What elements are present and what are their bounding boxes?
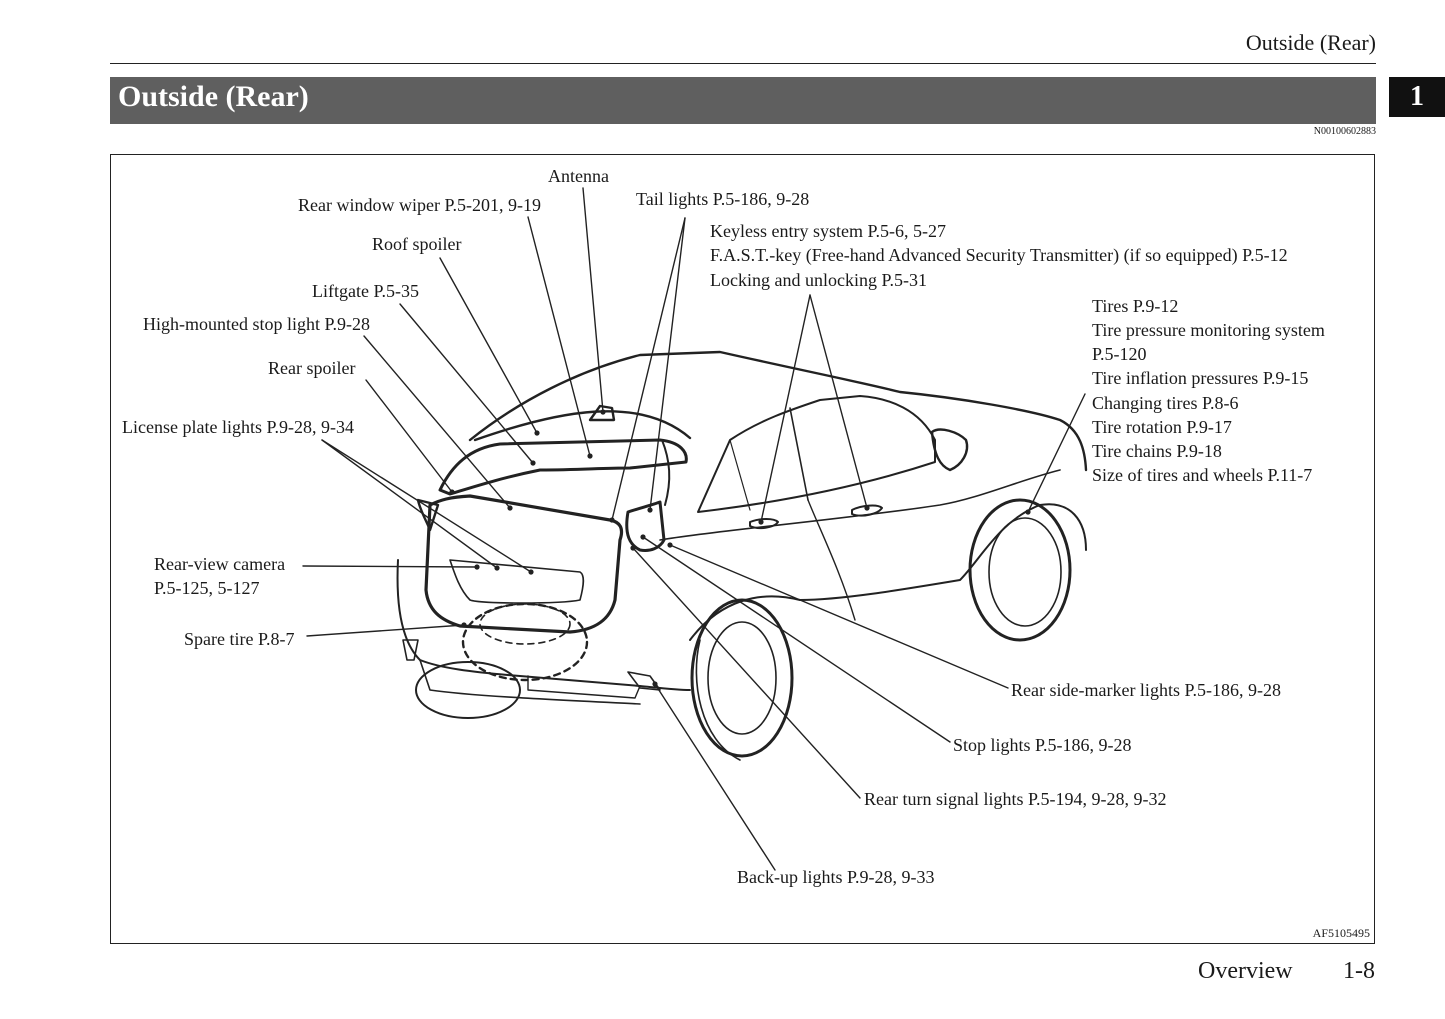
document-code: N00100602883 xyxy=(1313,126,1376,137)
leader-license-light-1 xyxy=(321,439,498,569)
vehicle-rear-illustration xyxy=(302,187,1088,871)
label-spare-tire: Spare tire P.8-7 xyxy=(184,629,295,649)
label-antenna: Antenna xyxy=(548,166,609,186)
section-title: Outside (Rear) xyxy=(118,80,309,113)
label-tire-rotation: Tire rotation P.9-17 xyxy=(1092,417,1232,437)
label-fast-key: F.A.S.T.-key (Free-hand Advanced Securit… xyxy=(710,245,1288,265)
leader-tail-light-2 xyxy=(649,217,686,511)
label-roof-spoiler: Roof spoiler xyxy=(372,234,462,254)
label-tires: Tires P.9-12 xyxy=(1092,296,1179,316)
leader-license-light-2 xyxy=(321,439,532,573)
label-keyless-entry: Keyless entry system P.5-6, 5-27 xyxy=(710,221,946,241)
rear-left-wheel xyxy=(415,661,521,719)
leader-side-marker xyxy=(669,544,1009,689)
leader-stop-light xyxy=(642,536,951,743)
label-high-mounted-stop-light: High-mounted stop light P.9-28 xyxy=(143,314,371,334)
leader-tires xyxy=(1027,393,1086,513)
leader-turn-signal xyxy=(632,547,861,799)
label-tire-pressure-monitoring: Tire pressure monitoring system xyxy=(1092,320,1325,340)
front-right-wheel xyxy=(968,498,1072,642)
label-stop-lights: Stop lights P.5-186, 9-28 xyxy=(953,735,1132,755)
leader-keyless-1 xyxy=(760,294,811,523)
label-tire-pressure-monitoring-page: P.5-120 xyxy=(1092,344,1147,364)
leader-rear-spoiler xyxy=(365,379,453,493)
label-tire-inflation-pressures: Tire inflation pressures P.9-15 xyxy=(1092,368,1309,388)
leader-spare-tire xyxy=(306,624,465,637)
leader-backup-light xyxy=(654,683,776,871)
label-tire-size: Size of tires and wheels P.11-7 xyxy=(1092,465,1313,485)
label-license-plate-lights: License plate lights P.9-28, 9-34 xyxy=(122,417,354,437)
label-rear-turn-signal-lights: Rear turn signal lights P.5-194, 9-28, 9… xyxy=(864,789,1167,809)
header-rule xyxy=(110,63,1376,64)
leader-liftgate xyxy=(399,303,534,464)
rear-right-wheel xyxy=(690,598,794,761)
label-rear-spoiler: Rear spoiler xyxy=(268,358,356,378)
leader-antenna xyxy=(582,187,604,413)
label-rear-view-camera: Rear-view camera xyxy=(154,554,286,574)
running-header: Outside (Rear) xyxy=(1245,30,1376,55)
label-backup-lights: Back-up lights P.9-28, 9-33 xyxy=(737,867,935,887)
footer-section-name: Overview xyxy=(1198,958,1293,984)
figure-code: AF5105495 xyxy=(1312,926,1370,940)
leader-high-stop-light xyxy=(363,335,511,509)
section-title-bar: Outside (Rear) xyxy=(110,77,1376,124)
leader-tail-light-1 xyxy=(611,217,686,521)
label-tail-lights: Tail lights P.5-186, 9-28 xyxy=(636,189,810,209)
label-changing-tires: Changing tires P.8-6 xyxy=(1092,393,1239,413)
chapter-tab: 1 xyxy=(1389,77,1445,117)
vehicle-body xyxy=(396,350,1088,705)
leader-roof-spoiler xyxy=(439,257,538,434)
leader-dots xyxy=(449,409,1031,687)
label-rear-side-marker-lights: Rear side-marker lights P.5-186, 9-28 xyxy=(1011,680,1281,700)
label-rear-window-wiper: Rear window wiper P.5-201, 9-19 xyxy=(298,195,541,215)
label-tire-chains: Tire chains P.9-18 xyxy=(1092,441,1222,461)
figure-frame xyxy=(110,154,1375,944)
spare-tire-outline xyxy=(461,602,589,682)
leader-rear-wiper xyxy=(527,216,591,457)
label-rear-view-camera-pages: P.5-125, 5-127 xyxy=(154,578,260,598)
leader-camera xyxy=(302,565,478,568)
footer-page-number: 1-8 xyxy=(1343,958,1375,984)
leader-lines xyxy=(302,187,1086,871)
label-locking-unlocking: Locking and unlocking P.5-31 xyxy=(710,270,927,290)
label-liftgate: Liftgate P.5-35 xyxy=(312,281,419,301)
leader-keyless-2 xyxy=(809,294,868,509)
